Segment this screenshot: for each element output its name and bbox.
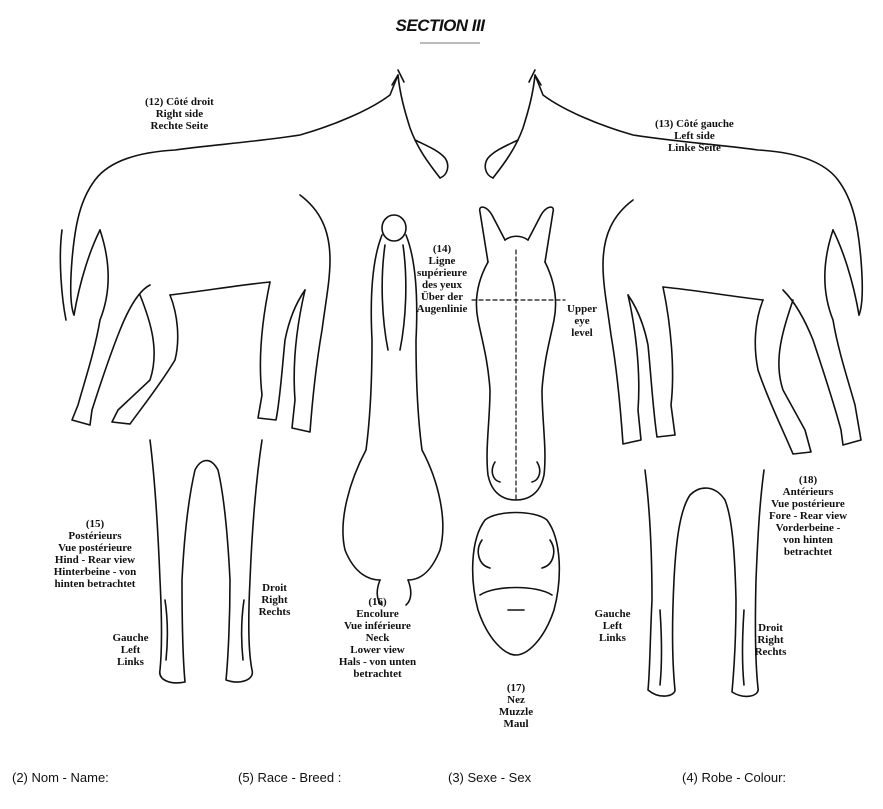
label-line: Right side	[145, 108, 214, 120]
label-line: Hals - von unten	[325, 656, 430, 668]
horse-right-side-drawing	[60, 70, 447, 432]
label-line: Gauche	[108, 632, 153, 644]
hind-left-label: Gauche Left Links	[108, 632, 153, 668]
label-line: betrachtet	[325, 668, 430, 680]
label-line: hinten betrachtet	[40, 578, 150, 590]
label-line: (13) Côté gauche	[655, 118, 734, 130]
label-line: Droit	[748, 622, 793, 634]
fore-left-label: Gauche Left Links	[590, 608, 635, 644]
label-line: Postérieurs	[40, 530, 150, 542]
label-line: Rechts	[252, 606, 297, 618]
label-line: Droit	[252, 582, 297, 594]
label-line: (16)	[325, 596, 430, 608]
label-line: (18)	[758, 474, 858, 486]
hind-legs-rear-view-drawing	[150, 440, 262, 683]
label-line: (15)	[40, 518, 150, 530]
label-line: betrachtet	[758, 546, 858, 558]
label-line: Neck	[325, 632, 430, 644]
upper-eye-label-en: Upper eye level	[566, 303, 598, 339]
label-line: Right	[252, 594, 297, 606]
hind-right-label: Droit Right Rechts	[252, 582, 297, 618]
label-line: Encolure	[325, 608, 430, 620]
muzzle-drawing	[473, 513, 560, 656]
label-line: Ligne	[412, 255, 472, 267]
label-line: Hinterbeine - von	[40, 566, 150, 578]
label-line: Gauche	[590, 608, 635, 620]
label-line: (12) Côté droit	[145, 96, 214, 108]
label-line: Antérieurs	[758, 486, 858, 498]
neck-lower-label: (16) Encolure Vue inférieure Neck Lower …	[325, 596, 430, 680]
label-line: Fore - Rear view	[758, 510, 858, 522]
colour-field-label: (4) Robe - Colour:	[682, 770, 786, 785]
label-line: Muzzle	[490, 706, 542, 718]
label-line: Vue postérieure	[40, 542, 150, 554]
label-line: Links	[590, 632, 635, 644]
label-line: supérieure	[412, 267, 472, 279]
label-line: (17)	[490, 682, 542, 694]
label-line: des yeux	[412, 279, 472, 291]
label-line: Lower view	[325, 644, 430, 656]
label-line: Left side	[655, 130, 734, 142]
label-line: (14)	[412, 243, 472, 255]
hind-rear-label: (15) Postérieurs Vue postérieure Hind - …	[40, 518, 150, 590]
label-line: Left	[590, 620, 635, 632]
left-side-label: (13) Côté gauche Left side Linke Seite	[655, 118, 734, 154]
label-line: Vue postérieure	[758, 498, 858, 510]
fore-rear-label: (18) Antérieurs Vue postérieure Fore - R…	[758, 474, 858, 558]
right-side-label: (12) Côté droit Right side Rechte Seite	[145, 96, 214, 132]
head-front-view-drawing	[472, 207, 565, 500]
label-line: Right	[748, 634, 793, 646]
breed-field-label: (5) Race - Breed :	[238, 770, 341, 785]
label-line: von hinten	[758, 534, 858, 546]
upper-eye-label: (14) Ligne supérieure des yeux Über der …	[412, 243, 472, 315]
label-line: level	[566, 327, 598, 339]
muzzle-label: (17) Nez Muzzle Maul	[490, 682, 542, 730]
label-line: Nez	[490, 694, 542, 706]
label-line: Links	[108, 656, 153, 668]
label-line: Upper	[566, 303, 598, 315]
label-line: Vorderbeine -	[758, 522, 858, 534]
label-line: Maul	[490, 718, 542, 730]
label-line: Vue inférieure	[325, 620, 430, 632]
label-line: Rechte Seite	[145, 120, 214, 132]
name-field-label: (2) Nom - Name:	[12, 770, 109, 785]
label-line: Left	[108, 644, 153, 656]
label-line: Über der	[412, 291, 472, 303]
fore-right-label: Droit Right Rechts	[748, 622, 793, 658]
label-line: eye	[566, 315, 598, 327]
fore-legs-rear-view-drawing	[645, 470, 764, 696]
label-line: Linke Seite	[655, 142, 734, 154]
sex-field-label: (3) Sexe - Sex	[448, 770, 531, 785]
label-line: Rechts	[748, 646, 793, 658]
label-line: Hind - Rear view	[40, 554, 150, 566]
label-line: Augenlinie	[412, 303, 472, 315]
